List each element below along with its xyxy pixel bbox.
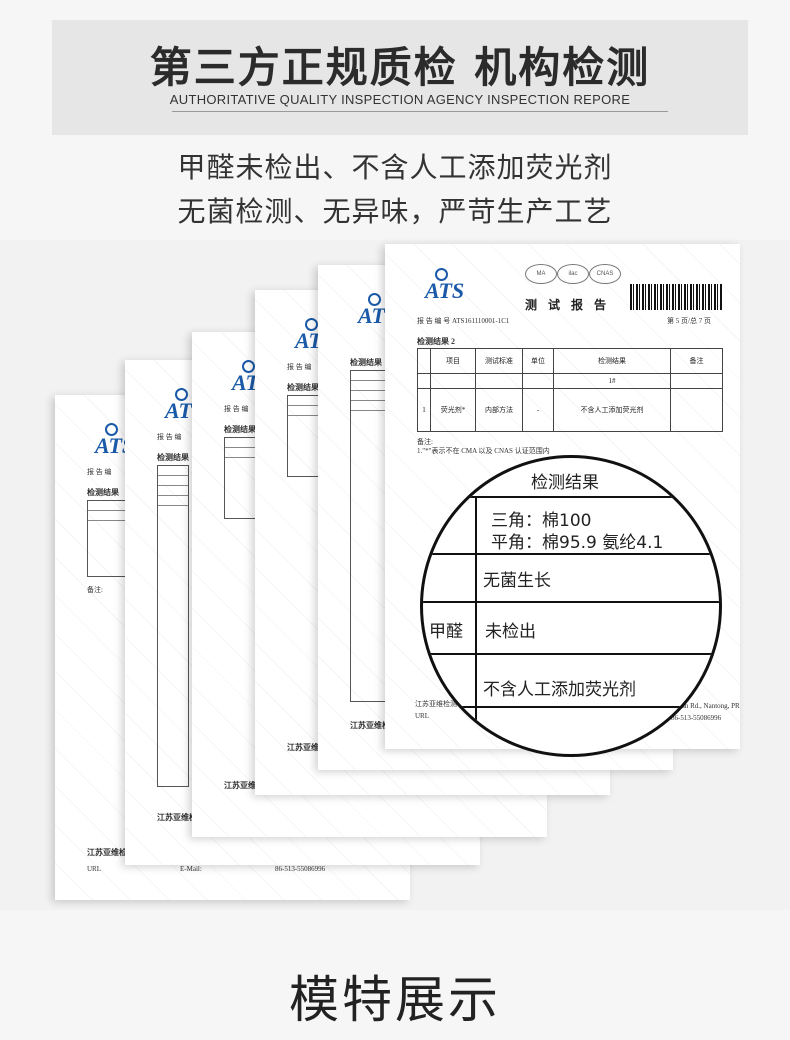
col-blank [417,348,431,374]
banner-title: 第三方正规质检 机构检测 [149,43,651,92]
sheet-company: 江苏亚维检测 [87,848,135,857]
zoom-formaldehyde-label: 甲醛 [429,622,463,642]
sheet-section: 检测结果 [87,488,119,497]
col-item: 项目 [430,348,476,374]
col-standard: 测试标准 [475,348,523,374]
zoom-fluorescent: 不含人工添加荧光剂 [483,680,636,700]
sheet-section: 检测结果 [224,425,256,434]
sheet-section: 检测结果 [350,358,382,367]
row-result: 不含人工添加荧光剂 [553,388,671,432]
section-title-model: 模特展示 [289,971,501,1029]
sheet-company: 江苏亚维检测 [287,743,335,752]
col-remark: 备注 [670,348,723,374]
cnas-mark-icon: CNAS [589,264,621,284]
report-note: 备注: 1."*"表示不在 CMA 以及 CNAS 认证范围内 [417,438,550,455]
barcode-icon [630,284,722,310]
banner-subtitle: AUTHORITATIVE QUALITY INSPECTION AGENCY … [169,92,631,107]
magnifier-rule [423,601,719,603]
zoom-composition-2: 平角：棉95.9 氨纶4.1 [491,533,664,553]
magnifier-rule [423,496,719,498]
col-unit: 单位 [522,348,554,374]
row-index: 1 [417,388,431,432]
sheet-report-no: 报 告 编 [157,433,182,441]
report-number: 报 告 编 号 ATS161110001-1C1 [417,317,510,325]
magnifier-callout: 检测结果 三角：棉100 平角：棉95.9 氨纶4.1 无菌生长 甲醛 未检出 … [420,455,722,757]
sheet-note: 备注: [87,586,103,594]
sheet-company: 江苏亚维检测 [157,813,205,822]
result-section-title: 检测结果 2 [417,337,455,346]
sheet-section: 检测结果 [157,453,189,462]
header-banner: 第三方正规质检 机构检测 AUTHORITATIVE QUALITY INSPE… [52,20,748,135]
zoom-formaldehyde-value: 未检出 [485,622,536,642]
report-url: URL [415,712,429,720]
feature-line-1: 甲醛未检出、不含人工添加荧光剂 [177,151,613,184]
zoom-header: 检测结果 [531,473,599,493]
col-result: 检测结果 [553,348,671,374]
sample-no: 1# [553,372,671,390]
sheet-report-no: 报 告 编 [87,468,112,476]
sheet-phone: 86-513-55086996 [275,865,326,873]
sheet-company: 江苏亚维检测 [350,721,398,730]
row-unit: - [522,388,554,432]
sheet-section: 检测结果 [287,383,319,392]
magnifier-rule [475,496,477,754]
ats-logo: ATS [425,268,464,304]
result-table: 项目 测试标准 单位 检测结果 备注 1# 1 荧光剂* 内部方法 - 不含人工… [417,348,723,432]
magnifier-rule [423,553,719,555]
zoom-sterile: 无菌生长 [483,571,551,591]
feature-line-2: 无菌检测、无异味，严苛生产工艺 [177,195,613,228]
report-phone: 86-513-55086996 [671,714,722,722]
row-standard: 内部方法 [475,388,523,432]
cma-mark-icon: MA [525,264,557,284]
sheet-report-no: 报 告 编 [224,405,249,413]
magnifier-rule [423,653,719,655]
sheet-company: 江苏亚维检测 [415,700,457,708]
sheet-url: URL [87,865,101,873]
zoom-composition-1: 三角：棉100 [491,511,592,531]
sheet-table [287,395,319,477]
row-item: 荧光剂* [430,388,476,432]
report-page: 第 5 页/总 7 页 [667,317,711,325]
sheet-email: E-Mail: [180,865,202,873]
magnifier-rule [423,706,719,708]
sheet-table [157,465,189,787]
ilac-mark-icon: ilac [557,264,589,284]
report-title: 测 试 报 告 [525,298,611,312]
row-remark [670,388,723,432]
sheet-company: 江苏亚维检测 [224,781,272,790]
banner-divider [172,111,668,112]
sheet-report-no: 报 告 编 [287,363,312,371]
